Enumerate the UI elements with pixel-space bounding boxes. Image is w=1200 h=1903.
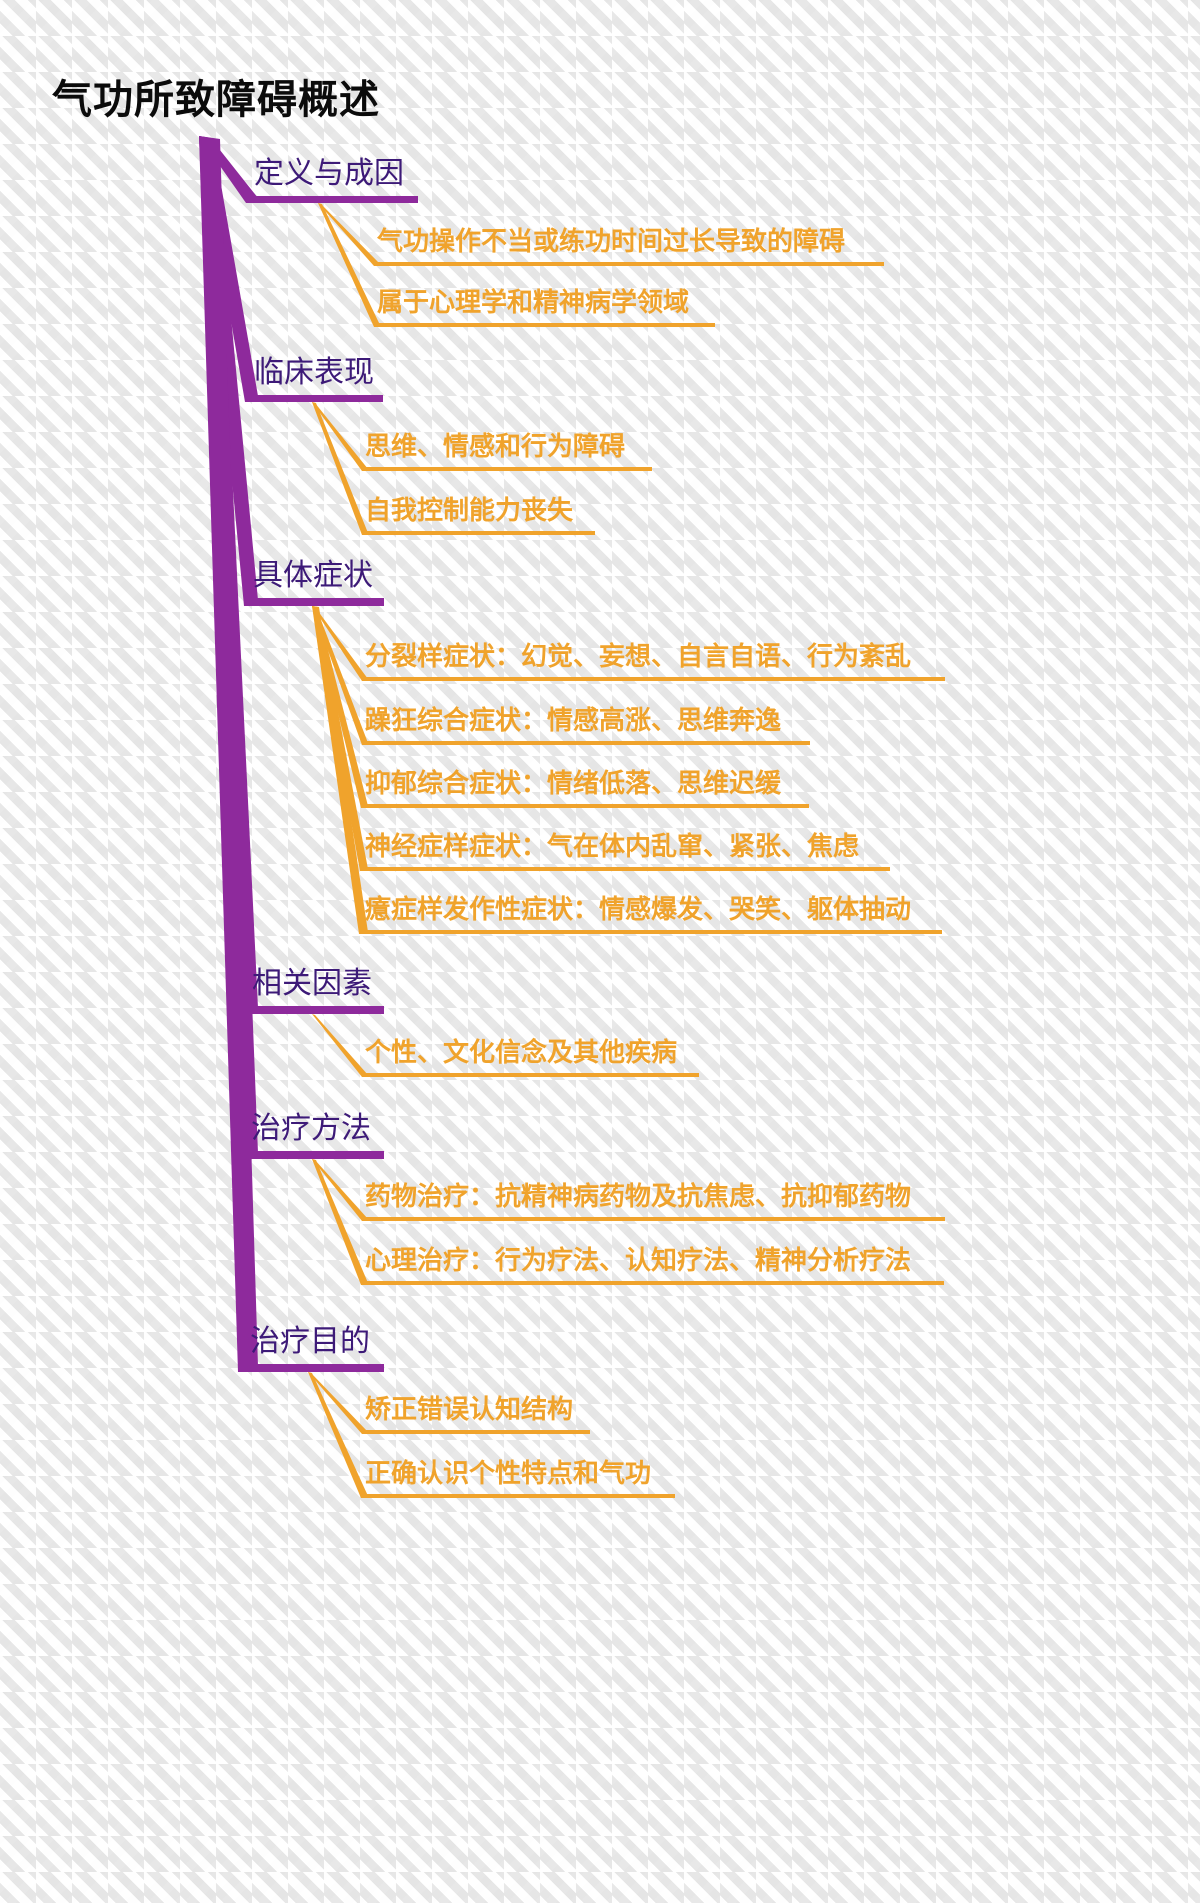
branch-node-6[interactable]: 治疗目的: [250, 1326, 370, 1363]
leaf-node-3-4[interactable]: 神经症样症状：气在体内乱窜、紧张、焦虑: [365, 833, 859, 865]
level1-branch-5: [199, 136, 258, 1159]
level1-underline-3: [244, 598, 384, 606]
leaf-node-2-1-label: 思维、情感和行为障碍: [365, 432, 626, 461]
branch-node-3[interactable]: 具体症状: [253, 560, 373, 597]
level2-branch-3-2: [312, 606, 368, 745]
branch-node-2-label: 临床表现: [254, 356, 374, 389]
level2-underline-3-1: [362, 677, 945, 681]
level2-branch-3-5: [312, 606, 368, 934]
leaf-node-2-2-label: 自我控制能力丧失: [365, 496, 574, 525]
level2-underline-6-2: [361, 1494, 675, 1498]
level2-branch-5-1: [312, 1159, 368, 1221]
level2-branch-2-2: [312, 402, 368, 535]
leaf-node-4-1-label: 个性、文化信念及其他疾病: [365, 1038, 678, 1067]
leaf-node-5-1[interactable]: 药物治疗：抗精神病药物及抗焦虑、抗抑郁药物: [365, 1183, 911, 1215]
level2-underline-2-2: [362, 531, 595, 535]
leaf-node-5-1-label: 药物治疗：抗精神病药物及抗焦虑、抗抑郁药物: [365, 1182, 912, 1211]
level2-underline-2-1: [362, 467, 652, 471]
branch-node-3-label: 具体症状: [253, 559, 373, 592]
leaf-node-4-1[interactable]: 个性、文化信念及其他疾病: [365, 1039, 677, 1071]
level1-branch-6: [199, 136, 258, 1372]
level2-underline-3-3: [361, 804, 809, 808]
level2-branch-3-3: [312, 606, 368, 808]
level1-underline-5: [240, 1151, 384, 1159]
level1-branch-1: [199, 136, 258, 203]
level1-branch-4: [199, 136, 258, 1014]
level2-underline-3-2: [362, 741, 810, 745]
branch-node-4-label: 相关因素: [252, 967, 372, 1000]
leaf-node-6-1[interactable]: 矫正错误认知结构: [365, 1396, 573, 1428]
leaf-node-3-1[interactable]: 分裂样症状：幻觉、妄想、自言自语、行为紊乱: [365, 643, 911, 675]
leaf-node-6-1-label: 矫正错误认知结构: [365, 1395, 574, 1424]
leaf-node-1-1[interactable]: 气功操作不当或练功时间过长导致的障碍: [377, 228, 845, 260]
leaf-node-3-2-label: 躁狂综合症状：情感高涨、思维奔逸: [365, 706, 782, 735]
level2-underline-1-1: [374, 262, 884, 266]
branch-node-4[interactable]: 相关因素: [252, 968, 372, 1005]
level2-branch-5-2: [312, 1159, 368, 1285]
leaf-node-5-2[interactable]: 心理治疗：行为疗法、认知疗法、精神分析疗法: [365, 1247, 911, 1279]
leaf-node-1-1-label: 气功操作不当或练功时间过长导致的障碍: [377, 227, 846, 256]
branch-node-5-label: 治疗方法: [251, 1112, 371, 1145]
level2-underline-5-2: [361, 1281, 944, 1285]
level2-underline-1-2: [374, 323, 715, 327]
branch-node-6-label: 治疗目的: [250, 1325, 370, 1358]
root-node-label[interactable]: 气功所致障碍概述: [52, 77, 380, 122]
level2-underline-5-1: [362, 1217, 945, 1221]
level1-branch-3: [199, 136, 258, 606]
level2-underline-3-5: [359, 930, 942, 934]
leaf-node-6-2[interactable]: 正确认识个性特点和气功: [365, 1460, 651, 1492]
branch-node-5[interactable]: 治疗方法: [251, 1113, 371, 1150]
leaf-node-3-2[interactable]: 躁狂综合症状：情感高涨、思维奔逸: [365, 707, 781, 739]
level1-underline-4: [242, 1006, 384, 1014]
level2-branch-2-1: [312, 402, 368, 471]
leaf-node-3-4-label: 神经症样症状：气在体内乱窜、紧张、焦虑: [365, 832, 860, 861]
leaf-node-5-2-label: 心理治疗：行为疗法、认知疗法、精神分析疗法: [365, 1246, 912, 1275]
leaf-node-3-3-label: 抑郁综合症状：情绪低落、思维迟缓: [365, 769, 782, 798]
leaf-node-3-3[interactable]: 抑郁综合症状：情绪低落、思维迟缓: [365, 770, 781, 802]
level1-branch-2: [199, 136, 258, 402]
level2-branch-4-1: [312, 1014, 368, 1077]
level1-underline-6: [238, 1364, 384, 1372]
branch-node-1-label: 定义与成因: [254, 157, 404, 190]
leaf-node-1-2[interactable]: 属于心理学和精神病学领域: [377, 289, 689, 321]
branch-node-1[interactable]: 定义与成因: [254, 158, 404, 195]
leaf-node-3-1-label: 分裂样症状：幻觉、妄想、自言自语、行为紊乱: [365, 642, 912, 671]
leaf-node-6-2-label: 正确认识个性特点和气功: [365, 1459, 652, 1488]
level2-branch-3-4: [312, 606, 368, 871]
level2-branch-1-1: [318, 203, 380, 266]
level1-underline-2: [245, 395, 383, 402]
level2-underline-6-1: [362, 1430, 590, 1434]
leaf-node-3-5[interactable]: 癔症样发作性症状：情感爆发、哭笑、躯体抽动: [365, 896, 911, 928]
level2-branch-6-1: [308, 1372, 368, 1434]
leaf-node-1-2-label: 属于心理学和精神病学领域: [377, 288, 690, 317]
level2-branch-1-2: [318, 203, 380, 327]
level2-underline-4-1: [362, 1073, 699, 1077]
branch-node-2[interactable]: 临床表现: [254, 357, 374, 394]
level2-underline-3-4: [360, 867, 890, 871]
leaf-node-2-2[interactable]: 自我控制能力丧失: [365, 497, 573, 529]
leaf-node-3-5-label: 癔症样发作性症状：情感爆发、哭笑、躯体抽动: [365, 895, 912, 924]
level1-underline-1: [246, 196, 418, 203]
level2-branch-6-2: [308, 1372, 368, 1498]
level2-branch-3-1: [312, 606, 368, 681]
leaf-node-2-1[interactable]: 思维、情感和行为障碍: [365, 433, 625, 465]
